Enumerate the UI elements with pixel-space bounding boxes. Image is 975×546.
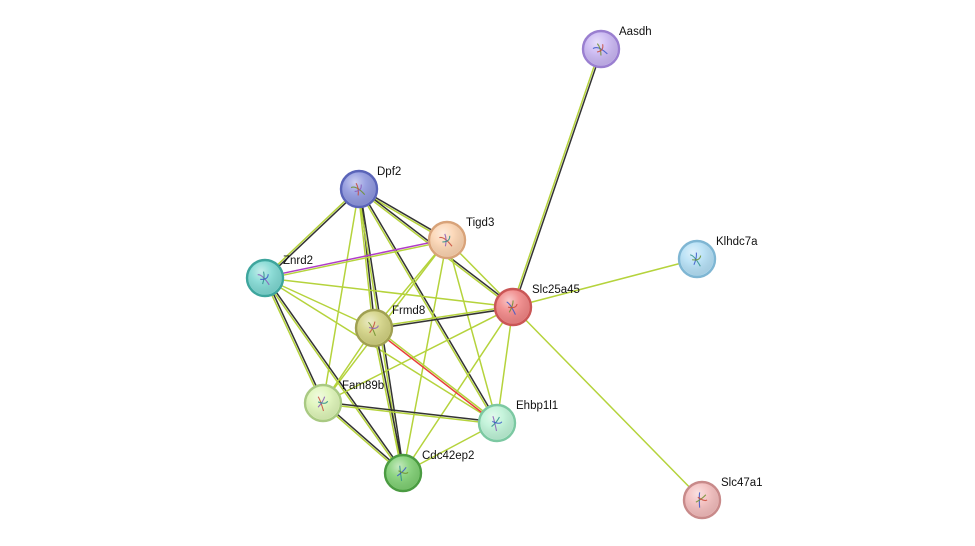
node-circle xyxy=(477,403,517,443)
node-circle xyxy=(303,383,343,423)
edge-tigd3-cdc42ep2[interactable] xyxy=(402,239,448,474)
edge-evidence-line xyxy=(359,188,376,329)
node-fam89b[interactable]: Fam89b xyxy=(303,380,384,423)
node-circle xyxy=(427,220,467,260)
node-circle xyxy=(245,258,285,298)
edge-evidence-line xyxy=(265,276,405,474)
node-slc47a1[interactable]: Slc47a1 xyxy=(682,477,763,520)
edge-evidence-line xyxy=(402,306,514,474)
node-label: Slc25a45 xyxy=(532,284,580,296)
node-label: Tigd3 xyxy=(466,217,494,229)
edge-slc25a45-ehbp1l1[interactable] xyxy=(496,306,514,424)
node-label: Cdc42ep2 xyxy=(422,450,474,462)
node-ehbp1l1[interactable]: Ehbp1l1 xyxy=(477,400,558,443)
edge-evidence-line xyxy=(372,327,403,474)
edge-dpf2-fam89b[interactable] xyxy=(322,188,360,404)
edge-slc25a45-cdc42ep2[interactable] xyxy=(402,306,514,474)
node-circle xyxy=(339,169,379,209)
edge-evidence-line xyxy=(264,277,498,424)
node-slc25a45[interactable]: Slc25a45 xyxy=(493,284,580,327)
edge-evidence-line xyxy=(512,258,698,308)
edge-slc25a45-frmd8[interactable] xyxy=(373,305,514,330)
node-circle xyxy=(383,453,423,493)
edge-evidence-line xyxy=(322,401,498,423)
edge-evidence-line xyxy=(264,238,448,278)
edge-evidence-line xyxy=(322,403,498,425)
edge-slc25a45-fam89b[interactable] xyxy=(322,306,514,404)
edge-evidence-line xyxy=(357,188,497,425)
edge-evidence-line xyxy=(264,277,375,329)
edge-evidence-line xyxy=(373,326,499,423)
edge-evidence-line xyxy=(264,277,514,308)
edge-znrd2-slc25a45[interactable] xyxy=(264,277,514,308)
edge-klhdc7a-slc25a45[interactable] xyxy=(512,258,698,308)
edge-evidence-line xyxy=(402,239,448,474)
edge-evidence-line xyxy=(372,328,498,425)
node-circle xyxy=(677,239,717,279)
edge-evidence-line xyxy=(263,277,403,475)
node-cdc42ep2[interactable]: Cdc42ep2 xyxy=(383,450,474,493)
edge-aasdh-slc25a45[interactable] xyxy=(511,47,603,309)
edge-evidence-line xyxy=(322,306,514,404)
edge-evidence-line xyxy=(511,47,601,308)
edge-dpf2-ehbp1l1[interactable] xyxy=(357,187,499,425)
edge-evidence-line xyxy=(496,306,514,424)
node-label: Znrd2 xyxy=(283,255,313,267)
node-label: Ehbp1l1 xyxy=(516,400,558,412)
edge-znrd2-fam89b[interactable] xyxy=(263,276,325,405)
node-circle xyxy=(493,287,533,327)
edge-znrd2-cdc42ep2[interactable] xyxy=(263,276,405,475)
edge-evidence-line xyxy=(446,239,498,424)
node-label: Aasdh xyxy=(619,26,652,38)
edge-znrd2-frmd8[interactable] xyxy=(264,277,375,329)
edge-slc25a45-slc47a1[interactable] xyxy=(512,306,703,501)
edge-frmd8-ehbp1l1[interactable] xyxy=(372,326,499,425)
node-dpf2[interactable]: Dpf2 xyxy=(339,166,401,209)
node-circle xyxy=(354,308,394,348)
node-znrd2[interactable]: Znrd2 xyxy=(245,255,313,298)
edge-evidence-line xyxy=(512,306,703,501)
edge-evidence-line xyxy=(513,48,603,309)
node-klhdc7a[interactable]: Klhdc7a xyxy=(677,236,758,279)
node-label: Slc47a1 xyxy=(721,477,763,489)
node-circle xyxy=(682,480,722,520)
node-label: Klhdc7a xyxy=(716,236,758,248)
edge-evidence-line xyxy=(373,305,514,328)
edge-evidence-line xyxy=(264,240,448,280)
edge-fam89b-ehbp1l1[interactable] xyxy=(322,401,498,425)
edge-frmd8-cdc42ep2[interactable] xyxy=(372,327,405,474)
edge-evidence-line xyxy=(263,277,323,405)
edge-tigd3-ehbp1l1[interactable] xyxy=(446,239,498,424)
node-label: Dpf2 xyxy=(377,166,401,178)
node-tigd3[interactable]: Tigd3 xyxy=(427,217,494,260)
node-aasdh[interactable]: Aasdh xyxy=(581,26,652,69)
node-label: Fam89b xyxy=(342,380,384,392)
edge-znrd2-ehbp1l1[interactable] xyxy=(264,277,498,424)
edge-evidence-line xyxy=(373,307,514,330)
edge-tigd3-znrd2[interactable] xyxy=(264,238,448,280)
edge-evidence-line xyxy=(322,188,360,404)
edge-evidence-line xyxy=(359,187,499,424)
edge-evidence-line xyxy=(374,327,405,474)
edge-evidence-line xyxy=(265,276,325,404)
node-circle xyxy=(581,29,621,69)
node-label: Frmd8 xyxy=(392,305,425,317)
